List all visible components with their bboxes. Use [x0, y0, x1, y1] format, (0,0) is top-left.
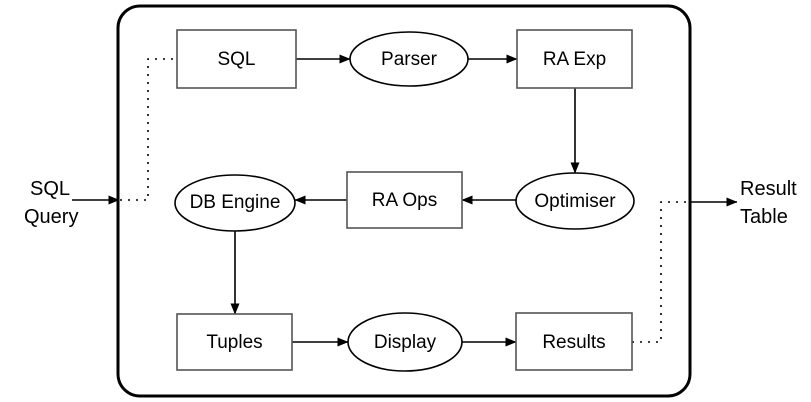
- node-parser[interactable]: Parser: [349, 31, 469, 87]
- node-ra-ops[interactable]: RA Ops: [346, 171, 463, 229]
- result-table-line1: Result: [740, 178, 797, 200]
- node-display-label: Display: [374, 332, 437, 353]
- node-db-engine[interactable]: DB Engine: [174, 174, 296, 232]
- node-ra-exp-label: RA Exp: [543, 49, 606, 70]
- node-display[interactable]: Display: [347, 312, 463, 372]
- node-parser-label: Parser: [381, 49, 438, 70]
- node-sql[interactable]: SQL: [176, 29, 297, 89]
- node-sql-label: SQL: [217, 49, 255, 70]
- node-ra-ops-label: RA Ops: [372, 190, 437, 211]
- label-result-table: Result Table: [740, 178, 797, 228]
- node-ra-exp[interactable]: RA Exp: [516, 29, 633, 89]
- node-optimiser-label: Optimiser: [534, 191, 616, 212]
- node-tuples[interactable]: Tuples: [176, 313, 293, 371]
- node-results[interactable]: Results: [515, 312, 633, 371]
- node-db-engine-label: DB Engine: [190, 192, 281, 213]
- node-results-label: Results: [542, 332, 605, 353]
- label-sql-query: SQL Query: [24, 178, 78, 228]
- result-table-line2: Table: [740, 206, 788, 228]
- node-tuples-label: Tuples: [206, 332, 262, 353]
- node-optimiser[interactable]: Optimiser: [515, 172, 635, 230]
- sql-query-line2: Query: [24, 206, 78, 228]
- sql-query-line1: SQL: [30, 178, 70, 200]
